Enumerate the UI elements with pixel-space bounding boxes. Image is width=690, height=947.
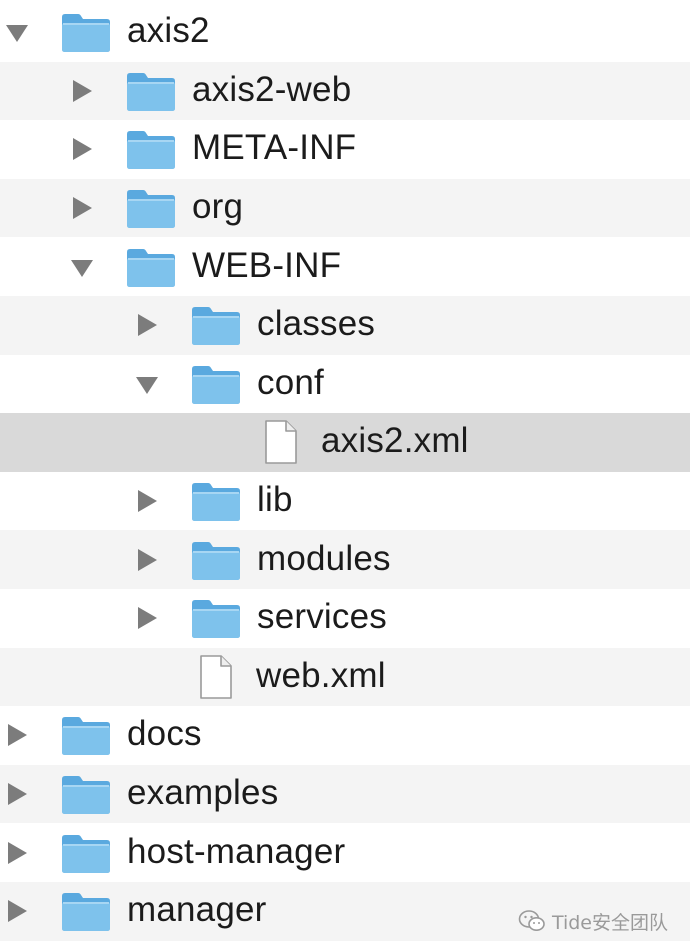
folder-icon [192,541,240,580]
folder-label: org [192,187,244,227]
folder-icon [62,14,110,53]
watermark-text: Tide安全团队 [551,911,668,934]
file-row-axis2-xml[interactable]: axis2.xml [0,413,690,472]
folder-label: META-INF [192,128,357,168]
folder-row-modules[interactable]: modules [0,530,690,589]
folder-label: conf [257,363,324,403]
file-label: web.xml [256,656,386,696]
document-icon [200,655,232,699]
document-icon [265,420,297,465]
folder-icon [62,717,110,756]
folder-label: modules [257,538,391,578]
folder-icon [62,893,110,932]
folder-row-manager[interactable]: manager [0,882,690,941]
disclosure-triangle-right-icon[interactable] [138,490,157,513]
disclosure-triangle-right-icon[interactable] [138,314,157,337]
folder-icon [127,190,175,229]
folder-icon [192,600,240,639]
folder-row-host-manager[interactable]: host-manager [0,823,690,882]
folder-label: manager [127,890,267,930]
watermark: Tide安全团队 [518,903,668,939]
disclosure-triangle-right-icon[interactable] [73,197,92,220]
folder-row-services[interactable]: services [0,589,690,648]
folder-icon [127,72,175,111]
disclosure-triangle-down-icon[interactable] [6,25,28,43]
disclosure-triangle-right-icon[interactable] [73,138,92,161]
disclosure-triangle-right-icon[interactable] [138,607,157,630]
disclosure-triangle-down-icon[interactable] [136,376,158,394]
folder-label: axis2-web [192,70,352,110]
disclosure-triangle-right-icon[interactable] [8,841,27,864]
disclosure-triangle-right-icon[interactable] [8,724,27,747]
folder-label: axis2 [127,11,210,51]
folder-row-conf[interactable]: conf [0,355,690,414]
folder-row-axis2[interactable]: axis2 [0,3,690,62]
folder-row-lib[interactable]: lib [0,472,690,531]
folder-label: classes [257,304,376,344]
folder-icon [127,248,175,287]
disclosure-triangle-right-icon[interactable] [138,548,157,571]
folder-label: docs [127,714,202,754]
file-label: axis2.xml [321,421,469,461]
folder-icon [192,307,240,346]
folder-row-docs[interactable]: docs [0,706,690,765]
folder-label: services [257,597,387,637]
folder-row-examples[interactable]: examples [0,764,690,824]
disclosure-triangle-down-icon[interactable] [71,259,93,277]
folder-label: lib [257,480,293,520]
folder-row-axis2-web[interactable]: axis2-web [0,61,690,121]
folder-row-web-inf[interactable]: WEB-INF [0,237,690,296]
folder-row-meta-inf[interactable]: META-INF [0,120,690,179]
disclosure-triangle-right-icon[interactable] [73,79,92,102]
folder-label: examples [127,773,279,813]
folder-icon [192,483,240,522]
folder-icon [192,365,240,404]
folder-row-org[interactable]: org [0,178,690,238]
folder-label: WEB-INF [192,245,342,285]
folder-label: host-manager [127,831,346,871]
disclosure-triangle-right-icon[interactable] [8,900,27,923]
file-row-web-xml[interactable]: web.xml [0,647,690,707]
folder-icon [62,834,110,873]
wechat-icon [518,910,545,931]
folder-row-classes[interactable]: classes [0,296,690,355]
disclosure-triangle-right-icon[interactable] [8,783,27,806]
folder-icon [127,131,175,170]
folder-icon [62,776,110,815]
